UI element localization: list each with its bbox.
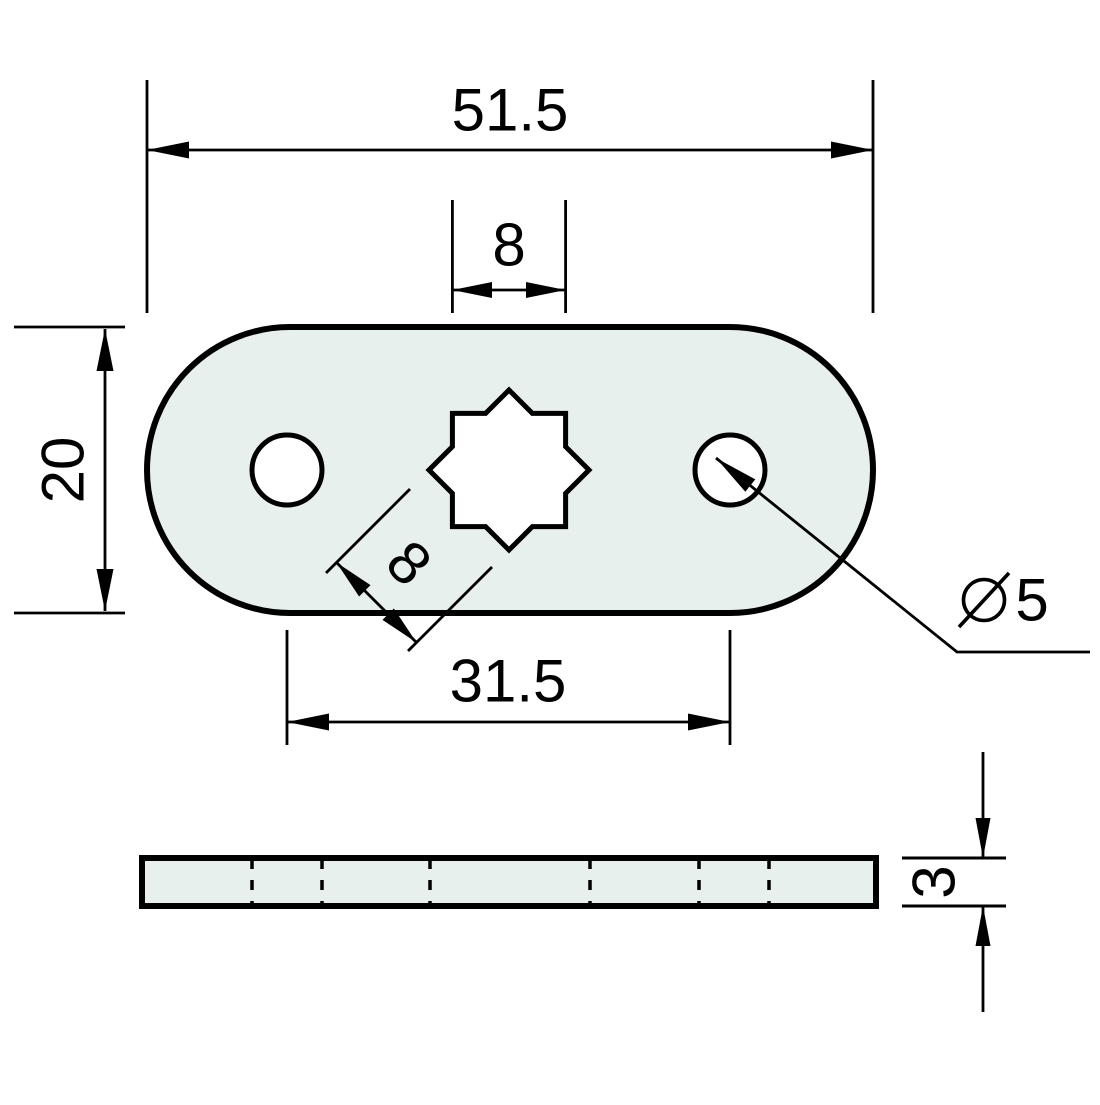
arrowhead-leader-hole [716,458,756,492]
side-view [139,855,879,909]
dimension-lines [14,80,1090,1012]
arrowhead-height-top [96,329,114,371]
label-plate-height: 20 [30,437,97,504]
label-hole-diameter-value: 5 [1015,567,1048,634]
dimension-arrowheads [96,141,991,946]
arrowhead-star-diag-upper [336,562,371,597]
arrowhead-thickness-bottom [975,906,991,946]
diameter-symbol-circle [961,577,1007,623]
arrowhead-star-right [526,282,566,298]
arrowhead-overall-right [831,141,873,159]
diameter-symbol-slash [957,571,1011,629]
arrowhead-star-diag-lower [382,608,417,643]
ext-line-star-diag-upper [325,488,411,574]
label-hole-spacing: 31.5 [450,648,567,715]
arrowhead-star-left [452,282,492,298]
label-star-width: 8 [492,212,525,279]
label-overall-width: 51.5 [452,77,569,144]
diameter-symbol-icon [957,571,1011,629]
arrowhead-height-bottom [96,569,114,611]
label-thickness: 3 [901,865,968,898]
left-hole [249,432,325,508]
leader-line-hole-diameter [715,456,1090,654]
ext-line-star-diag-lower [407,566,493,652]
hidden-edge-dashed-lines [250,859,771,905]
arrowhead-thickness-top [975,818,991,858]
star-cutout [425,386,593,554]
arrowhead-overall-left [147,141,189,159]
side-view-plate-bar [139,855,879,909]
top-view [144,324,876,616]
arrowhead-holes-left [287,713,329,731]
arrowhead-holes-right [688,713,730,731]
